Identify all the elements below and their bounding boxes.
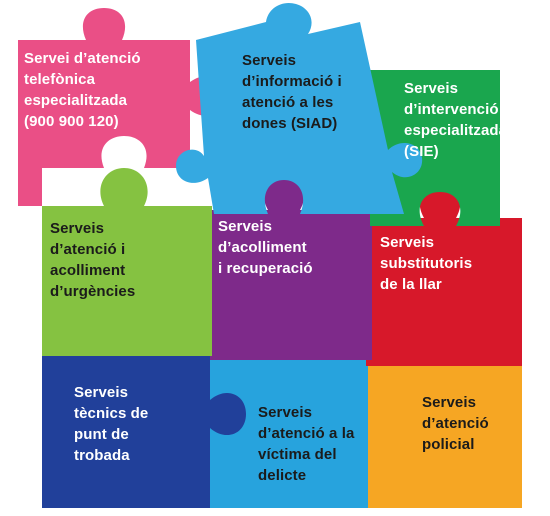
piece-urgencies (42, 168, 212, 356)
label-urgencies: Serveis d’atenció i acolliment d’urgènci… (50, 220, 136, 300)
label-substitutoris: Serveis substitutoris de la llar (380, 234, 473, 293)
label-victima: Serveis d’atenció a la víctima del delic… (258, 404, 355, 484)
piece-siad (176, 2, 423, 215)
piece-victima (205, 360, 368, 508)
piece-policial (368, 322, 522, 508)
label-tecnics: Serveis tècnics de punt de trobada (74, 384, 149, 464)
label-acolliment: Serveis d’acolliment i recuperació (218, 218, 313, 277)
piece-tecnics (42, 356, 246, 508)
label-siad: Serveis d’informació i atenció a les don… (242, 52, 342, 132)
piece-sie (370, 70, 500, 226)
label-telefonica: Servei d’atenció telefònica especialitza… (24, 50, 141, 130)
piece-telefonica (18, 8, 228, 206)
label-policial: Serveis d’atenció policial (422, 394, 489, 453)
piece-substitutoris (330, 184, 522, 366)
piece-acolliment (172, 176, 372, 360)
label-sie: Serveis d’intervenció especialitzada (SI… (404, 80, 508, 160)
